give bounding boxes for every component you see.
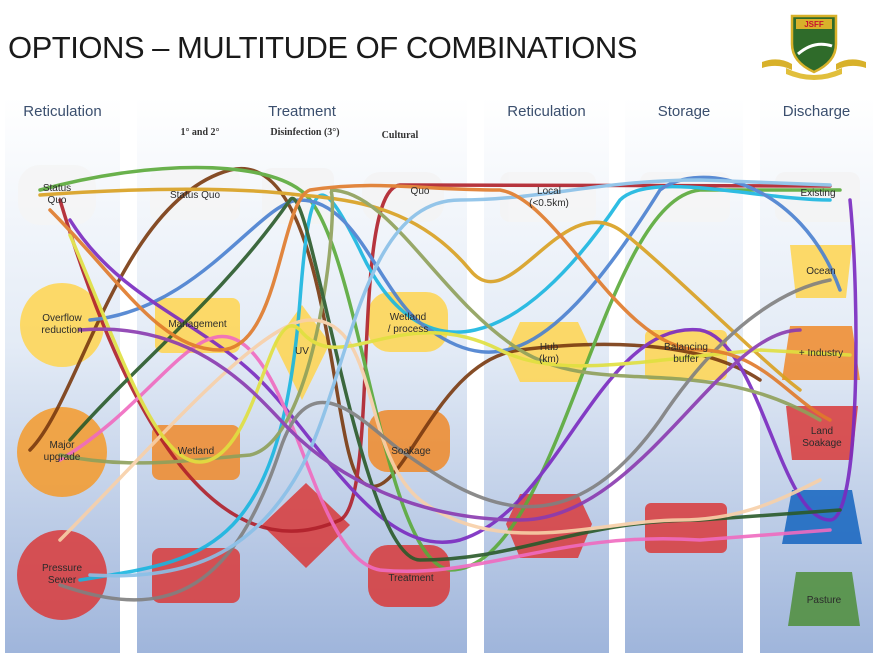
node-major-upgrade: [17, 407, 107, 497]
label-ocean: Ocean: [806, 266, 836, 277]
label-status-quo-1: Status Quo: [42, 183, 72, 206]
column-header-discharge: Discharge: [782, 103, 851, 120]
label-hub: Hub (km): [539, 342, 559, 365]
path-purple: [68, 198, 858, 544]
path-lightblue: [88, 178, 832, 578]
path-cyan: [78, 184, 832, 582]
page-title: OPTIONS – MULTITUDE OF COMBINATIONS: [8, 30, 637, 65]
node-management: [155, 298, 240, 353]
label-quo: Quo: [410, 186, 430, 197]
path-darkred: [58, 183, 832, 533]
label-uv: UV: [295, 346, 309, 357]
label-balancing-buffer: Balancing buffer: [664, 342, 708, 365]
label-soakage: Soakage: [391, 446, 431, 457]
subheader-disinfection: Disinfection (3°): [270, 127, 340, 138]
path-blue: [88, 175, 842, 354]
label-existing: Existing: [800, 188, 836, 199]
label-wetland: Wetland: [177, 446, 215, 457]
label-wetlands-cultural: Wetland / process: [387, 312, 429, 335]
node-wetland: [152, 425, 240, 480]
shield-crest-icon: JSFF: [762, 14, 866, 80]
label-status-quo-2: Status Quo: [169, 190, 221, 201]
node-pasture: [788, 572, 860, 626]
label-local: Local (<0.5km): [529, 186, 569, 209]
column-header-storage: Storage: [657, 103, 711, 120]
node-pressure-sewer: [17, 530, 107, 620]
label-major-upgrade: Major upgrade: [43, 440, 81, 463]
path-pink: [58, 334, 832, 574]
node-land-soakage: [786, 406, 858, 460]
path-peach: [58, 318, 822, 542]
column-header-treatment: Treatment: [268, 103, 336, 120]
path-olive: [58, 188, 822, 465]
node-soakage: [368, 410, 450, 472]
path-gold: [38, 187, 802, 392]
label-industry: + Industry: [798, 348, 844, 359]
subheader-cultural: Cultural: [381, 130, 419, 141]
subheader-primary: 1° and 2°: [180, 127, 220, 138]
path-darkpurple: [78, 327, 802, 522]
node-overflow-reduction: [20, 283, 104, 367]
path-gray: [58, 278, 832, 602]
label-treatment: Treatment: [388, 573, 434, 584]
path-yellow: [68, 233, 852, 464]
path-brown: [28, 166, 762, 489]
label-pasture: Pasture: [806, 595, 842, 606]
path-orange: [48, 183, 832, 422]
label-management: Management: [168, 319, 227, 330]
label-overflow-reduction: Overflow reduction: [41, 313, 83, 336]
label-land-soakage: Land Soakage: [802, 426, 842, 449]
column-header-reticulation-2: Reticulation: [507, 103, 586, 120]
column-header-reticulation-1: Reticulation: [23, 103, 102, 120]
path-green: [38, 165, 842, 572]
node-storage-red: [645, 503, 727, 553]
node-disinfection-red: [262, 483, 350, 568]
svg-text:JSFF: JSFF: [804, 20, 824, 29]
label-pressure-sewer: Pressure Sewer: [41, 563, 82, 586]
